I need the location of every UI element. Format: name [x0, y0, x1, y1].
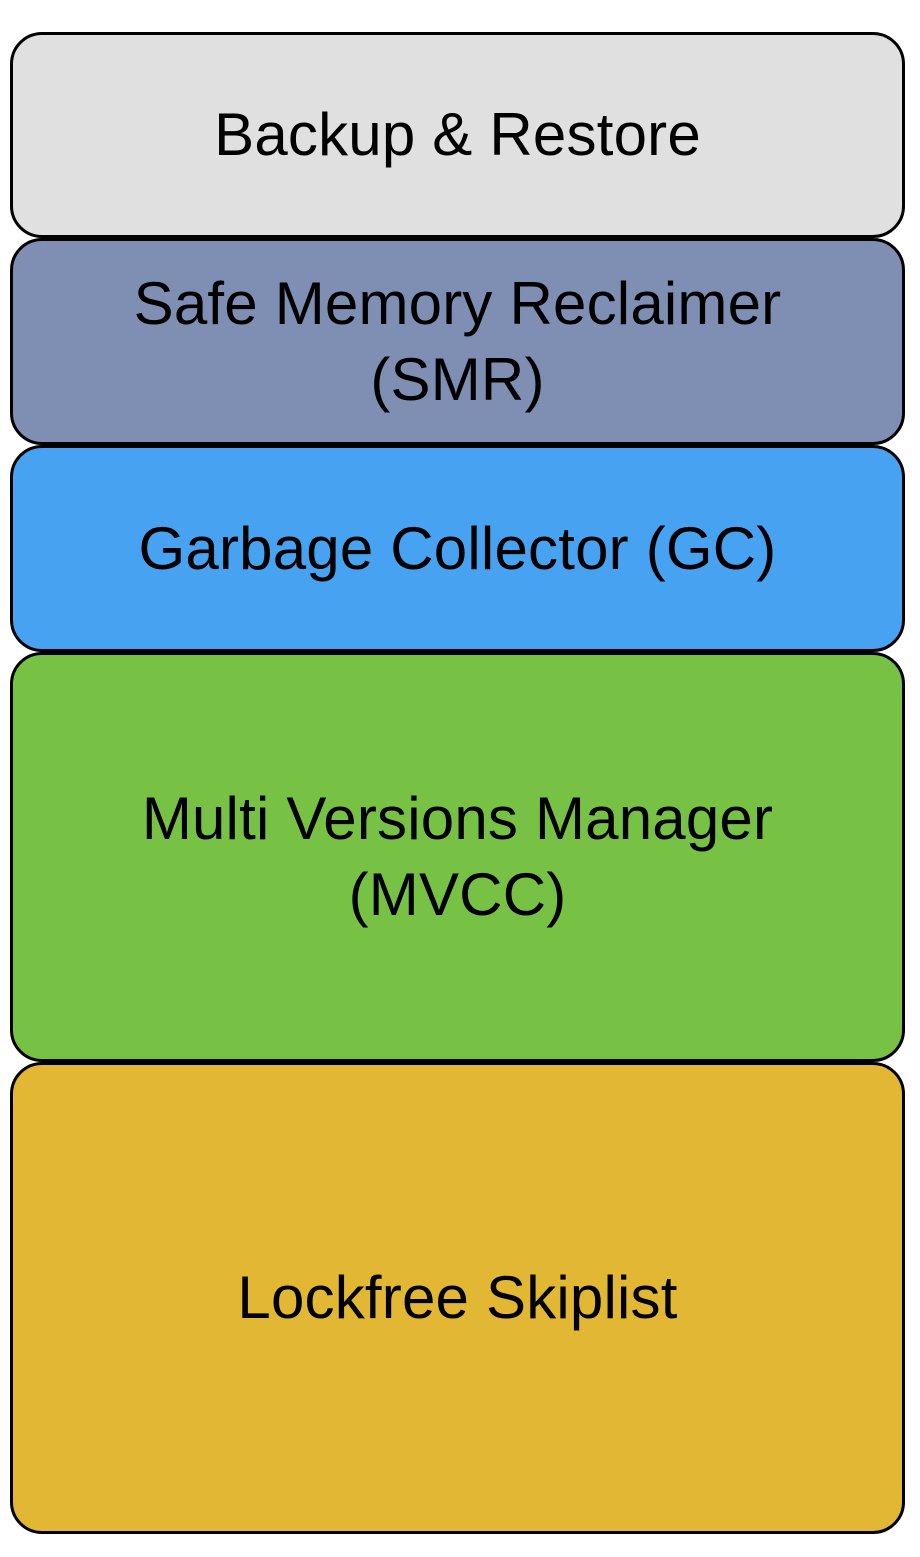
layer-backup-restore: Backup & Restore	[10, 32, 905, 238]
layer-multi-versions-manager: Multi Versions Manager (MVCC)	[10, 652, 905, 1062]
layer-lockfree-skiplist: Lockfree Skiplist	[10, 1062, 905, 1534]
layer-label: Garbage Collector (GC)	[138, 514, 777, 582]
layer-label: Safe Memory Reclaimer (SMR)	[133, 269, 782, 413]
layer-label: Multi Versions Manager (MVCC)	[141, 785, 774, 928]
layer-safe-memory-reclaimer: Safe Memory Reclaimer (SMR)	[10, 238, 905, 445]
layer-label: Lockfree Skiplist	[237, 1264, 678, 1331]
layer-garbage-collector: Garbage Collector (GC)	[10, 445, 905, 652]
layer-label: Backup & Restore	[214, 101, 701, 168]
